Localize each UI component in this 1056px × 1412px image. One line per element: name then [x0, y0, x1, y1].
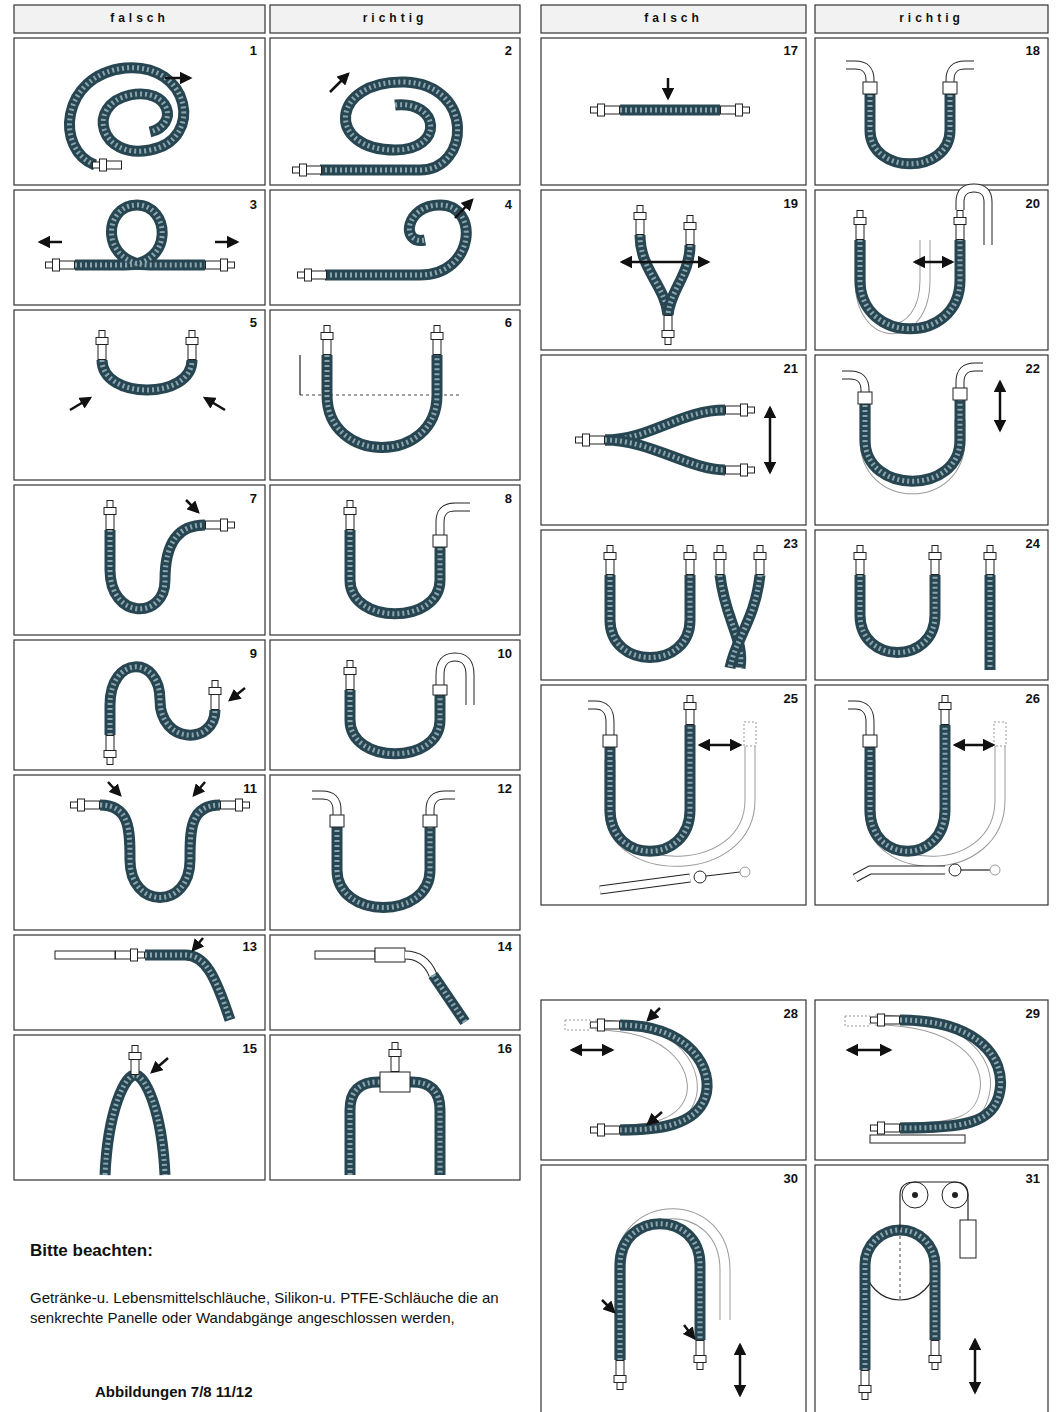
callout-number: 21	[782, 360, 800, 378]
column-header: richtig	[270, 10, 520, 26]
callout-number: 7	[248, 490, 259, 508]
callout-number: 26	[1024, 690, 1042, 708]
callout-number: 20	[1024, 195, 1042, 213]
callout-number: 9	[248, 645, 259, 663]
callout-number: 16	[496, 1040, 514, 1058]
callout-number: 5	[248, 314, 259, 332]
callout-number: 13	[241, 938, 259, 956]
callout-number: 15	[241, 1040, 259, 1058]
callout-number: 12	[496, 780, 514, 798]
column-header: richtig	[815, 10, 1048, 26]
note-heading: Bitte beachten:	[30, 1240, 500, 1263]
callout-number: 4	[503, 196, 514, 214]
callout-number: 30	[782, 1170, 800, 1188]
callout-number: 18	[1024, 42, 1042, 60]
callout-number: 8	[503, 490, 514, 508]
callout-number: 23	[782, 535, 800, 553]
callout-number: 25	[782, 690, 800, 708]
callout-number: 10	[496, 645, 514, 663]
callout-number: 19	[782, 195, 800, 213]
note-text: Getränke-u. Lebensmittelschläuche, Silik…	[30, 1288, 510, 1329]
callout-number: 14	[496, 938, 514, 956]
note-reference: Abbildungen 7/8 11/12	[95, 1382, 515, 1402]
callout-number: 6	[503, 314, 514, 332]
callout-number: 24	[1024, 535, 1042, 553]
callout-number: 31	[1024, 1170, 1042, 1188]
column-header: falsch	[541, 10, 806, 26]
callout-number: 3	[248, 196, 259, 214]
callout-number: 2	[503, 42, 514, 60]
callout-number: 11	[241, 780, 259, 798]
callout-number: 29	[1024, 1005, 1042, 1023]
callout-number: 17	[782, 42, 800, 60]
callout-number: 28	[782, 1005, 800, 1023]
column-header: falsch	[14, 10, 265, 26]
callout-number: 22	[1024, 360, 1042, 378]
callout-number: 1	[248, 42, 259, 60]
